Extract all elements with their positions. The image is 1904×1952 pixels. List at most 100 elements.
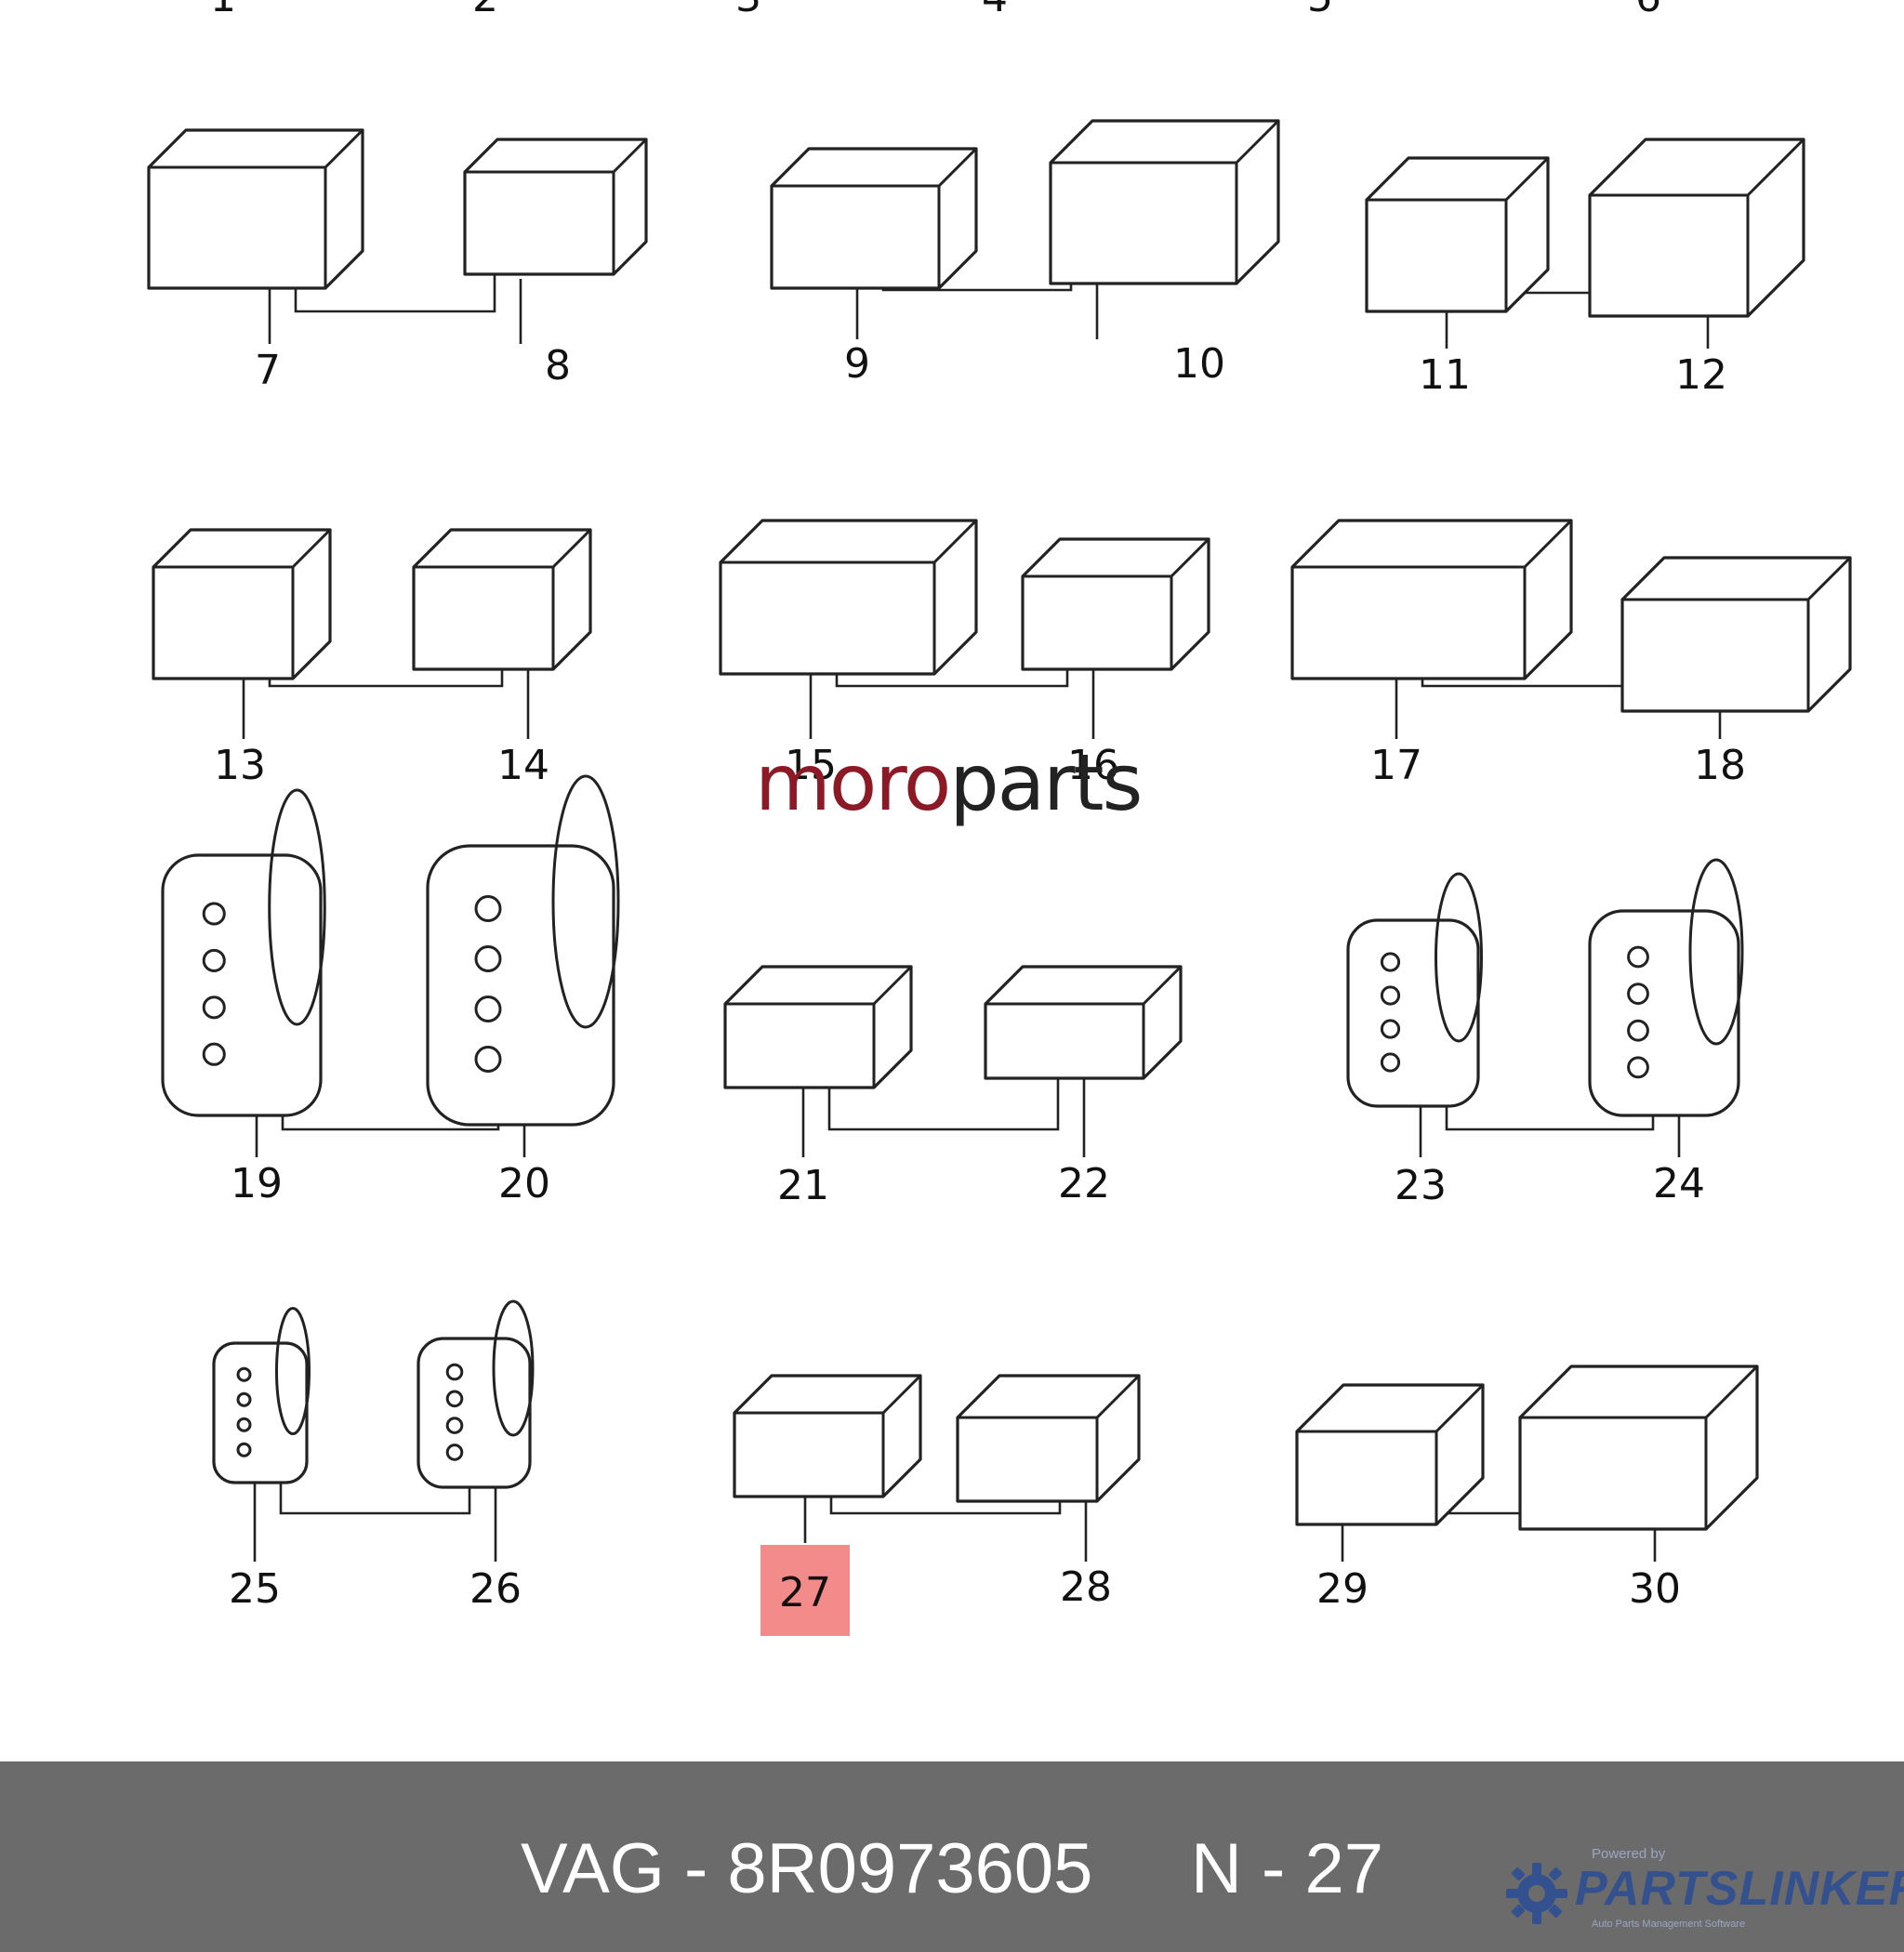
connector-23-pin — [1380, 1019, 1401, 1039]
top-number-6: 6 — [1635, 0, 1661, 19]
connector-23 — [1346, 918, 1480, 1108]
connector-24 — [1588, 909, 1740, 1117]
watermark-part-1: moro — [755, 737, 951, 828]
connector-19-pin — [202, 996, 226, 1020]
callout-13[interactable]: 13 — [214, 742, 266, 789]
connector-26-pin — [445, 1444, 464, 1461]
connector-11-edges — [1365, 156, 1550, 313]
callout-17[interactable]: 17 — [1370, 742, 1422, 789]
parts-diagram: 1 2 3 4 5 6 7 8 9 10 11 12 13 14 15 16 1… — [147, 0, 1852, 1636]
connector-22-edges — [984, 965, 1183, 1080]
callout-7[interactable]: 7 — [255, 347, 281, 394]
top-number-3: 3 — [735, 0, 761, 19]
callout-10[interactable]: 10 — [1173, 340, 1225, 388]
connector-11 — [1365, 156, 1550, 313]
connector-10 — [1049, 119, 1280, 285]
callout-23[interactable]: 23 — [1395, 1162, 1447, 1209]
connector-27 — [733, 1374, 922, 1498]
connector-22 — [984, 965, 1183, 1080]
connector-7 — [147, 128, 364, 290]
callout-25[interactable]: 25 — [229, 1565, 281, 1613]
connector-20-pin — [474, 945, 502, 972]
connector-20-pin — [474, 895, 502, 922]
connector-25-pin — [236, 1366, 252, 1382]
callout-29[interactable]: 29 — [1316, 1565, 1368, 1613]
connector-10-edges — [1049, 119, 1280, 285]
callout-9[interactable]: 9 — [844, 340, 870, 388]
callout-19[interactable]: 19 — [231, 1160, 283, 1207]
callout-27-highlighted[interactable]: 27 — [760, 1545, 850, 1636]
callout-20[interactable]: 20 — [498, 1160, 550, 1207]
diagram-drawing — [147, 119, 1852, 1562]
connector-18 — [1620, 556, 1852, 713]
watermark-part-2: parts — [949, 737, 1143, 828]
part-caption: VAG - 8R0973605 N - 27 — [521, 1829, 1383, 1908]
callout-15[interactable]: 15 — [785, 742, 837, 789]
connector-21 — [723, 965, 913, 1089]
top-number-5: 5 — [1307, 0, 1333, 19]
connector-27-edges — [733, 1374, 922, 1498]
connector-15-edges — [719, 519, 978, 676]
callout-28[interactable]: 28 — [1060, 1563, 1112, 1611]
connector-8-edges — [463, 138, 648, 276]
footer-bar: VAG - 8R0973605 N - 27 Powered by PARTSL… — [0, 1761, 1904, 1952]
connector-17 — [1290, 519, 1573, 680]
connector-12-edges — [1588, 138, 1805, 318]
connector-26-collar — [492, 1299, 535, 1437]
connector-19 — [161, 853, 323, 1117]
connector-25-pin — [236, 1417, 252, 1432]
connector-30 — [1518, 1365, 1759, 1531]
connector-13 — [152, 528, 332, 680]
connector-9-edges — [770, 147, 978, 290]
partslinker-brand[interactable]: Powered by PARTSLINKER Auto Parts Manage… — [1502, 1837, 1904, 1939]
connector-26-pin — [445, 1390, 464, 1408]
connector-29-edges — [1295, 1383, 1485, 1526]
callout-11[interactable]: 11 — [1419, 351, 1471, 399]
connector-26-pin — [445, 1363, 464, 1381]
brand-name: PARTSLINKER — [1575, 1862, 1904, 1916]
callout-16[interactable]: 16 — [1067, 742, 1119, 789]
connector-20 — [426, 844, 615, 1127]
callout-18[interactable]: 18 — [1694, 742, 1746, 789]
brand-powered-by: Powered by — [1592, 1846, 1666, 1862]
connector-25-collar — [275, 1307, 311, 1435]
connector-24-pin — [1627, 1019, 1649, 1042]
connector-30-edges — [1518, 1365, 1759, 1531]
callout-22[interactable]: 22 — [1058, 1160, 1110, 1207]
pair-21-22-bracket — [827, 1050, 1060, 1131]
connector-28 — [956, 1374, 1141, 1503]
watermark-logo: moroparts — [755, 744, 1143, 822]
connector-25 — [212, 1341, 309, 1484]
connector-23-pin — [1380, 985, 1401, 1006]
connector-29 — [1295, 1383, 1485, 1526]
callout-24[interactable]: 24 — [1653, 1160, 1705, 1207]
callout-26[interactable]: 26 — [469, 1565, 522, 1613]
connector-20-pin — [474, 1046, 502, 1073]
gear-icon — [1506, 1863, 1567, 1924]
connector-12 — [1588, 138, 1805, 318]
connector-17-edges — [1290, 519, 1573, 680]
connector-24-pin — [1627, 945, 1649, 969]
top-number-4: 4 — [982, 0, 1008, 19]
connector-15 — [719, 519, 978, 676]
connector-21-edges — [723, 965, 913, 1089]
connector-24-pin — [1627, 983, 1649, 1005]
connector-18-edges — [1620, 556, 1852, 713]
connector-9 — [770, 147, 978, 290]
callout-12[interactable]: 12 — [1675, 351, 1727, 399]
connector-8 — [463, 138, 648, 276]
callout-14[interactable]: 14 — [497, 742, 549, 789]
connector-23-pin — [1380, 1052, 1401, 1073]
connector-20-collar — [551, 774, 620, 1029]
connector-13-edges — [152, 528, 332, 680]
connector-16 — [1021, 537, 1210, 671]
connector-19-pin — [202, 902, 226, 926]
callout-8[interactable]: 8 — [545, 342, 571, 389]
connector-28-edges — [956, 1374, 1141, 1503]
connector-19-pin — [202, 1042, 226, 1066]
connector-14-edges — [412, 528, 592, 671]
top-number-2: 2 — [472, 0, 498, 19]
connector-26 — [416, 1337, 532, 1489]
callout-30[interactable]: 30 — [1629, 1565, 1681, 1613]
callout-21[interactable]: 21 — [777, 1162, 829, 1209]
